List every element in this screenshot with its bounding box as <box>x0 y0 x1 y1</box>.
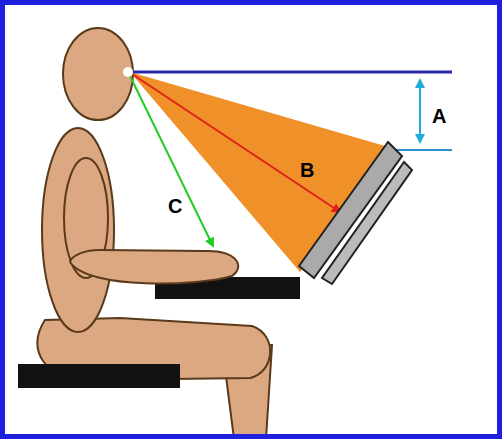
dimension-label: A <box>432 106 446 126</box>
dimension-label: B <box>300 160 314 180</box>
dimension-label: C <box>168 196 182 216</box>
